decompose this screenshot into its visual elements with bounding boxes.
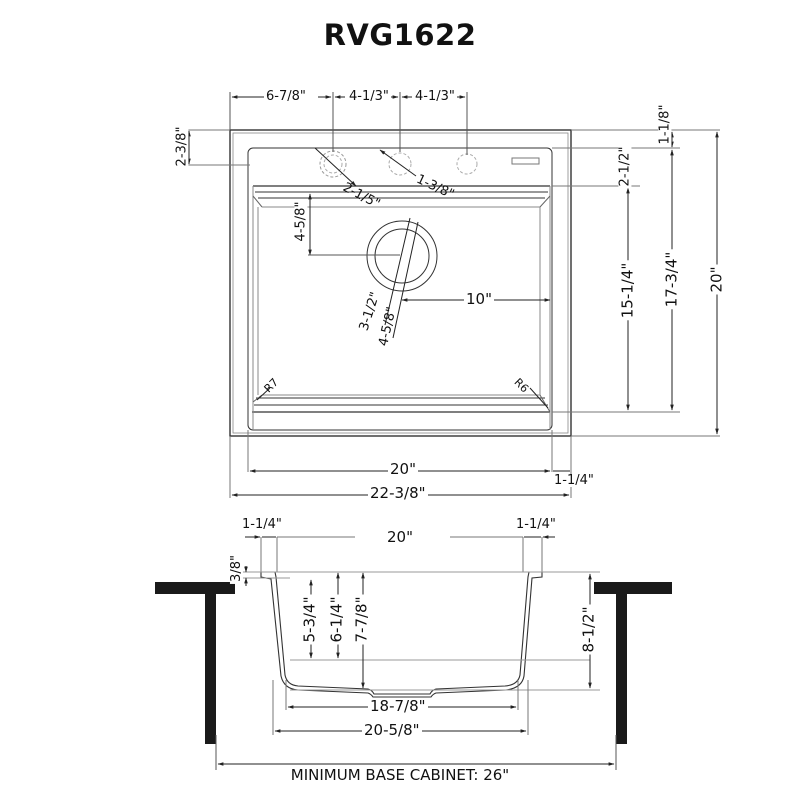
drain-inner-ring <box>374 228 430 284</box>
dim-depth-1: 5-3/4" <box>300 594 319 645</box>
dim-right-offset-top: 1-1/8" <box>657 102 673 147</box>
faucet-hole-2 <box>388 152 412 176</box>
product-model-title: RVG1622 <box>323 18 477 52</box>
dim-bottom-width: 18-7/8" <box>368 697 428 715</box>
dim-rim-thickness: 3/8" <box>228 553 244 584</box>
dim-deck-offset-top: 2-3/8" <box>174 124 190 169</box>
dim-overall-width: 22-3/8" <box>368 484 428 502</box>
dim-depth-2: 6-1/4" <box>327 594 346 645</box>
dim-depth-3: 7-7/8" <box>352 594 371 645</box>
dim-right-rim: 1-1/4" <box>514 517 558 532</box>
cabinet-wall-right <box>616 594 627 744</box>
dim-overall-depth: 20" <box>707 264 726 295</box>
top-view <box>180 92 720 498</box>
dim-basin-depth: 15-1/4" <box>618 260 637 321</box>
dim-inner-length: 17-3/4" <box>662 249 681 310</box>
dim-top-width: 20" <box>385 528 415 546</box>
dim-deck-to-basin: 2-1/2" <box>617 144 633 189</box>
dim-overall-height: 8-1/2" <box>579 604 598 655</box>
cabinet-wall-left <box>205 594 216 744</box>
dim-drain-from-right: 10" <box>464 290 494 308</box>
minimum-base-cabinet-note: MINIMUM BASE CABINET: 26" <box>290 766 510 784</box>
dim-faucet-hole-1-to-2: 4-1/3" <box>347 89 391 104</box>
faucet-hole-3 <box>456 153 478 175</box>
dim-faucet-first-from-edge: 6-7/8" <box>264 89 308 104</box>
overflow-slot <box>511 157 540 165</box>
dim-left-rim: 1-1/4" <box>240 517 284 532</box>
side-view <box>155 535 672 770</box>
dim-basin-width: 20" <box>388 460 418 478</box>
drain-outer-ring <box>366 220 438 292</box>
sink-deck-outline <box>247 147 553 431</box>
dim-drain-from-top: 4-5/8" <box>293 199 309 244</box>
countertop-left <box>155 582 235 594</box>
dim-rim-width: 1-1/4" <box>552 473 596 488</box>
countertop-right <box>594 582 672 594</box>
dim-faucet-hole-2-to-3: 4-1/3" <box>413 89 457 104</box>
dim-outer-bottom-width: 20-5/8" <box>362 721 422 739</box>
